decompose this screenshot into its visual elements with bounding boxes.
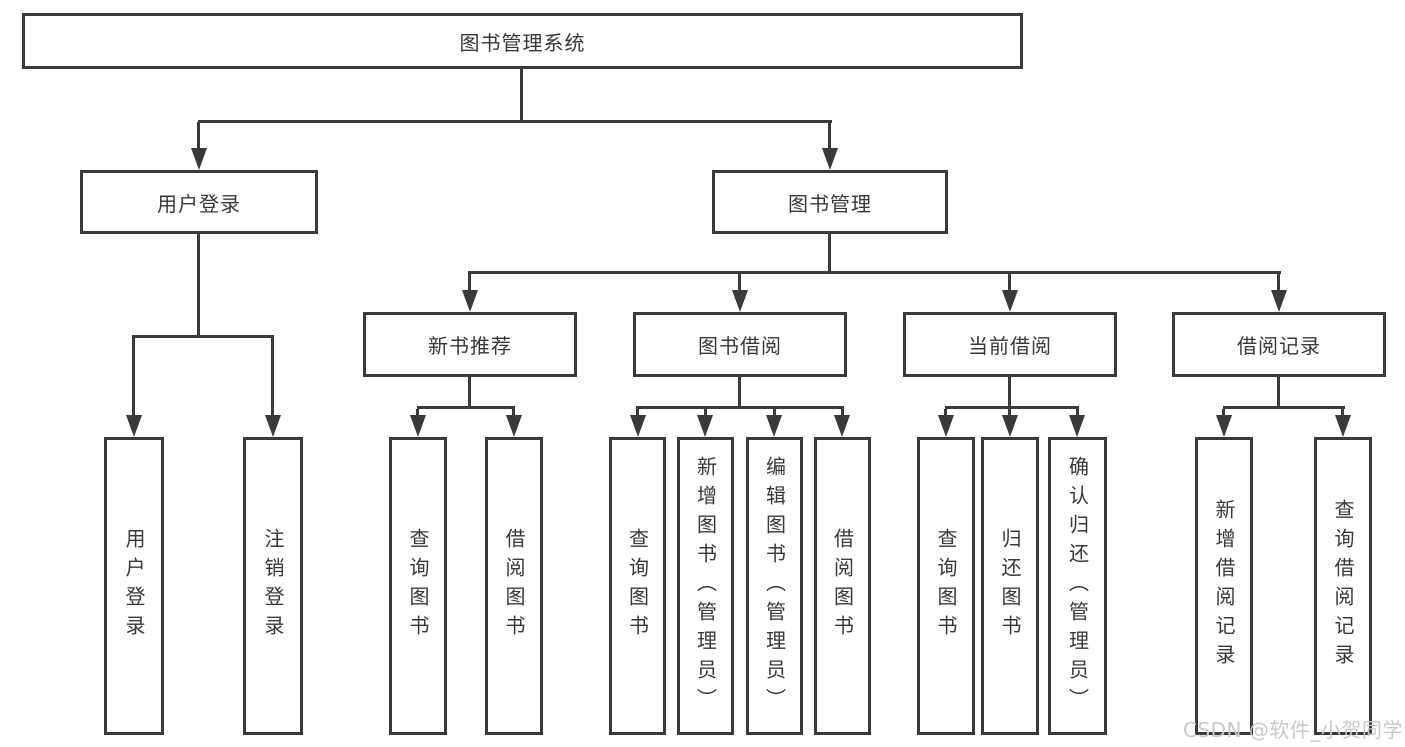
leaf-confirm-return-admin-label: 确认归还（管理员） — [1065, 455, 1090, 717]
node-book-borrowing: 图书借阅 — [633, 312, 847, 377]
arrow-down-icon — [630, 415, 646, 437]
connector-leaf-drop — [1222, 409, 1225, 417]
arrow-down-icon — [191, 148, 207, 170]
arrow-down-icon — [410, 415, 426, 437]
connector-book-management-crossbar — [468, 271, 1281, 274]
connector-leaf-drop — [512, 409, 515, 417]
node-current-borrowing-label: 当前借阅 — [968, 334, 1052, 358]
connector-leaf-drop — [416, 409, 419, 417]
arrow-down-icon — [1335, 415, 1351, 437]
leaf-query-books-current-label: 查询图书 — [934, 528, 958, 644]
connector-user-login-drop — [197, 122, 200, 150]
connector-leaf-user-login-drop — [132, 338, 135, 415]
leaf-borrow-books-recommend: 借阅图书 — [485, 437, 543, 735]
node-book-management-label: 图书管理 — [788, 191, 872, 216]
connector-book-borrowing-stem — [738, 377, 741, 408]
leaf-user-login-label: 用户登录 — [122, 528, 146, 644]
node-user-login: 用户登录 — [80, 170, 318, 234]
leaf-borrow-books-borrow: 借阅图书 — [814, 437, 871, 735]
connector-new-book-crossbar — [417, 406, 515, 409]
node-borrowing-records-label: 借阅记录 — [1237, 334, 1321, 358]
leaf-query-books-borrow-label: 查询图书 — [625, 528, 650, 644]
connector-leaf-drop — [841, 409, 844, 417]
connector-borrowing-records-drop — [1277, 274, 1280, 292]
arrow-down-icon — [1069, 415, 1085, 437]
connector-user-login-stem — [197, 234, 200, 337]
connector-leaf-drop — [1341, 409, 1344, 417]
connector-user-login-crossbar — [132, 335, 274, 338]
arrow-down-icon — [1002, 415, 1018, 437]
leaf-logout-label: 注销登录 — [261, 528, 285, 644]
arrow-down-icon — [697, 415, 713, 437]
arrow-down-icon — [506, 415, 522, 437]
leaf-query-books-recommend: 查询图书 — [389, 437, 447, 735]
connector-leaf-logout-drop — [271, 338, 274, 415]
connector-book-management-drop — [828, 122, 831, 150]
node-book-borrowing-label: 图书借阅 — [698, 334, 782, 358]
connector-root-stem — [520, 69, 523, 122]
node-new-book-recommendation-label: 新书推荐 — [428, 334, 512, 358]
csdn-watermark: CSDN @软件_小贺同学 — [1183, 718, 1403, 742]
leaf-return-books: 归还图书 — [981, 437, 1039, 735]
connector-new-book-drop — [468, 274, 471, 292]
leaf-confirm-return-admin: 确认归还（管理员） — [1048, 437, 1107, 735]
node-root-label: 图书管理系统 — [459, 30, 586, 55]
leaf-query-borrow-record-label: 查询借阅记录 — [1331, 499, 1355, 673]
node-new-book-recommendation: 新书推荐 — [363, 312, 577, 377]
connector-leaf-drop — [1008, 409, 1011, 417]
arrow-down-icon — [265, 415, 281, 437]
leaf-edit-book-admin-label: 编辑图书（管理员） — [762, 455, 787, 717]
connector-book-management-stem — [828, 234, 831, 273]
node-book-management: 图书管理 — [712, 170, 948, 234]
arrow-down-icon — [126, 415, 142, 437]
arrow-down-icon — [834, 415, 850, 437]
arrow-down-icon — [1216, 415, 1232, 437]
node-root-library-management-system: 图书管理系统 — [22, 13, 1023, 69]
leaf-borrow-books-recommend-label: 借阅图书 — [502, 528, 526, 644]
connector-borrowing-records-crossbar — [1223, 406, 1345, 409]
connector-current-borrowing-drop — [1008, 274, 1011, 292]
leaf-add-book-admin: 新增图书（管理员） — [677, 437, 734, 735]
leaf-add-book-admin-label: 新增图书（管理员） — [693, 455, 718, 717]
node-borrowing-records: 借阅记录 — [1172, 312, 1386, 377]
arrow-down-icon — [1271, 290, 1287, 312]
connector-current-borrowing-crossbar — [945, 406, 1079, 409]
arrow-down-icon — [732, 290, 748, 312]
connector-new-book-stem — [468, 377, 471, 408]
arrow-down-icon — [938, 415, 954, 437]
arrow-down-icon — [822, 148, 838, 170]
leaf-user-login: 用户登录 — [104, 437, 164, 735]
node-current-borrowing: 当前借阅 — [903, 312, 1117, 377]
connector-leaf-drop — [704, 409, 707, 417]
connector-leaf-drop — [636, 409, 639, 417]
leaf-add-borrow-record: 新增借阅记录 — [1195, 437, 1253, 735]
connector-root-crossbar — [198, 120, 832, 123]
connector-leaf-drop — [944, 409, 947, 417]
connector-book-borrowing-crossbar — [636, 406, 844, 409]
connector-current-borrowing-stem — [1008, 377, 1011, 408]
leaf-logout: 注销登录 — [243, 437, 303, 735]
connector-book-borrowing-drop — [738, 274, 741, 292]
connector-leaf-drop — [1076, 409, 1079, 417]
leaf-query-borrow-record: 查询借阅记录 — [1314, 437, 1372, 735]
leaf-borrow-books-borrow-label: 借阅图书 — [830, 528, 855, 644]
leaf-return-books-label: 归还图书 — [998, 528, 1022, 644]
connector-borrowing-records-stem — [1277, 377, 1280, 408]
leaf-query-books-recommend-label: 查询图书 — [406, 528, 430, 644]
arrow-down-icon — [766, 415, 782, 437]
connector-leaf-drop — [773, 409, 776, 417]
leaf-query-books-current: 查询图书 — [917, 437, 975, 735]
leaf-add-borrow-record-label: 新增借阅记录 — [1212, 499, 1236, 673]
node-user-login-label: 用户登录 — [157, 191, 241, 216]
leaf-edit-book-admin: 编辑图书（管理员） — [746, 437, 803, 735]
leaf-query-books-borrow: 查询图书 — [609, 437, 666, 735]
arrow-down-icon — [1002, 290, 1018, 312]
arrow-down-icon — [462, 290, 478, 312]
